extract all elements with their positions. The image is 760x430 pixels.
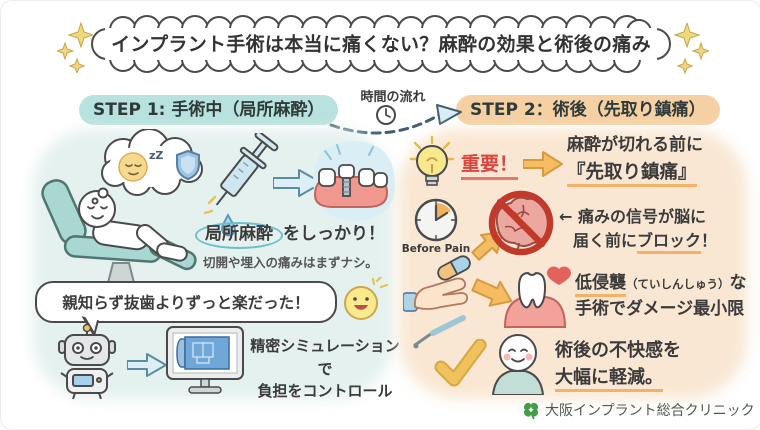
simulation-line2: 負担をコントロール: [257, 382, 393, 400]
point2-line2-post: ！: [701, 231, 718, 250]
timeline-label: 時間の流れ: [360, 90, 426, 105]
timeline-arrow: [329, 104, 462, 135]
lightbulb-icon: [409, 135, 455, 186]
robot-icon: [58, 323, 116, 399]
step1-panel: zZ: [33, 129, 400, 400]
simulation-line1: 精密シミュレーションで: [250, 337, 400, 378]
tooth-heart-icon: [503, 266, 571, 328]
anesthesia-note: 切開や埋入の痛みはまずナシ。: [203, 255, 378, 270]
simulation-text: 精密シミュレーションで 負担をコントロール: [245, 335, 405, 403]
clover-icon: [523, 402, 539, 420]
happy-face-icon: [344, 277, 389, 320]
point2-line2-pre: 届く前に: [573, 231, 638, 250]
point1-line1: 麻酔が切れる前に: [567, 135, 703, 155]
point3-keyword: 低侵襲: [575, 273, 626, 297]
dental-chair-patient-icon: [41, 179, 197, 293]
page-title: インプラント手術は本当に痛くない？麻酔の効果と術後の痛み: [111, 33, 651, 56]
patient-quote-bubble: 親知らず抜歯よりずっと楽だった！: [35, 281, 337, 323]
syringe-icon: [203, 133, 279, 237]
point2-line2-keyword: ブロック: [637, 231, 702, 254]
anesthesia-suffix: をしっかり！: [283, 224, 385, 244]
simulation-monitor-icon: [166, 326, 244, 394]
important-label: 重要！: [461, 149, 519, 180]
sparkle-icon: [673, 23, 709, 75]
title-cloud-shape: [91, 15, 671, 73]
sparkle-icon: [57, 21, 93, 73]
title-cloud: インプラント手術は本当に痛くない？麻酔の効果と術後の痛み: [89, 14, 673, 74]
point1-line2: 『先取り鎮痛』: [567, 161, 697, 187]
point4-line1: 術後の不快感を: [555, 340, 681, 361]
step2-header: STEP 2：術後（先取り鎮痛）: [456, 95, 720, 125]
point3-reading: （ていしんしゅう）: [626, 277, 730, 291]
zzz-text: zZ: [149, 149, 163, 162]
clock-icon: [376, 105, 396, 125]
before-pain-clock-icon: [414, 198, 458, 242]
arrow-down-right-icon: [471, 278, 513, 307]
dental-tool-icon: [413, 315, 466, 349]
clinic-name: 大阪インプラント総合クリニック: [545, 403, 755, 419]
step1-header: STEP 1: 手術中（局所麻酔）: [79, 95, 339, 125]
step2-panel: 重要！ 麻酔が切れる前に 『先取り鎮痛』 Before Pain: [399, 129, 747, 399]
point4-line2: 大幅に軽減。: [555, 367, 663, 392]
point2-line1: ← 痛みの信号が脳に: [559, 207, 706, 226]
arrow-right-icon: [523, 151, 563, 177]
point1-text: 麻酔が切れる前に 『先取り鎮痛』: [567, 133, 703, 187]
check-icon: [434, 339, 487, 387]
point4-text: 術後の不快感を 大幅に軽減。: [555, 337, 681, 392]
implant-teeth-icon: [313, 141, 395, 221]
sleeping-face-icon: [118, 152, 148, 182]
point3-line2: 手術でダメージ最小限: [575, 298, 745, 319]
point3-text: 低侵襲（ていしんしゅう）な 手術でダメージ最小限: [575, 271, 747, 322]
anesthesia-phrase: 局所麻酔をしっかり！: [195, 219, 385, 249]
before-pain-caption: Before Pain: [401, 243, 471, 255]
brain-block-icon: [488, 190, 554, 256]
open-hand-icon: [403, 277, 469, 312]
clinic-logo: 大阪インプラント総合クリニック: [521, 400, 755, 420]
arrow-right-icon: [273, 169, 323, 197]
thought-bubble: zZ: [91, 129, 203, 205]
arrow-right-icon: [127, 353, 167, 377]
relieved-person-icon: [491, 334, 545, 395]
patient-quote-text: 親知らず抜歯よりずっと楽だった！: [62, 294, 310, 312]
heart-icon: [547, 266, 571, 285]
point3-suffix: な: [729, 273, 747, 293]
point2-text: ← 痛みの信号が脳に 届く前にブロック！: [559, 205, 718, 254]
anesthesia-keyword: 局所麻酔: [195, 222, 283, 249]
capsule-icon: [437, 255, 471, 281]
